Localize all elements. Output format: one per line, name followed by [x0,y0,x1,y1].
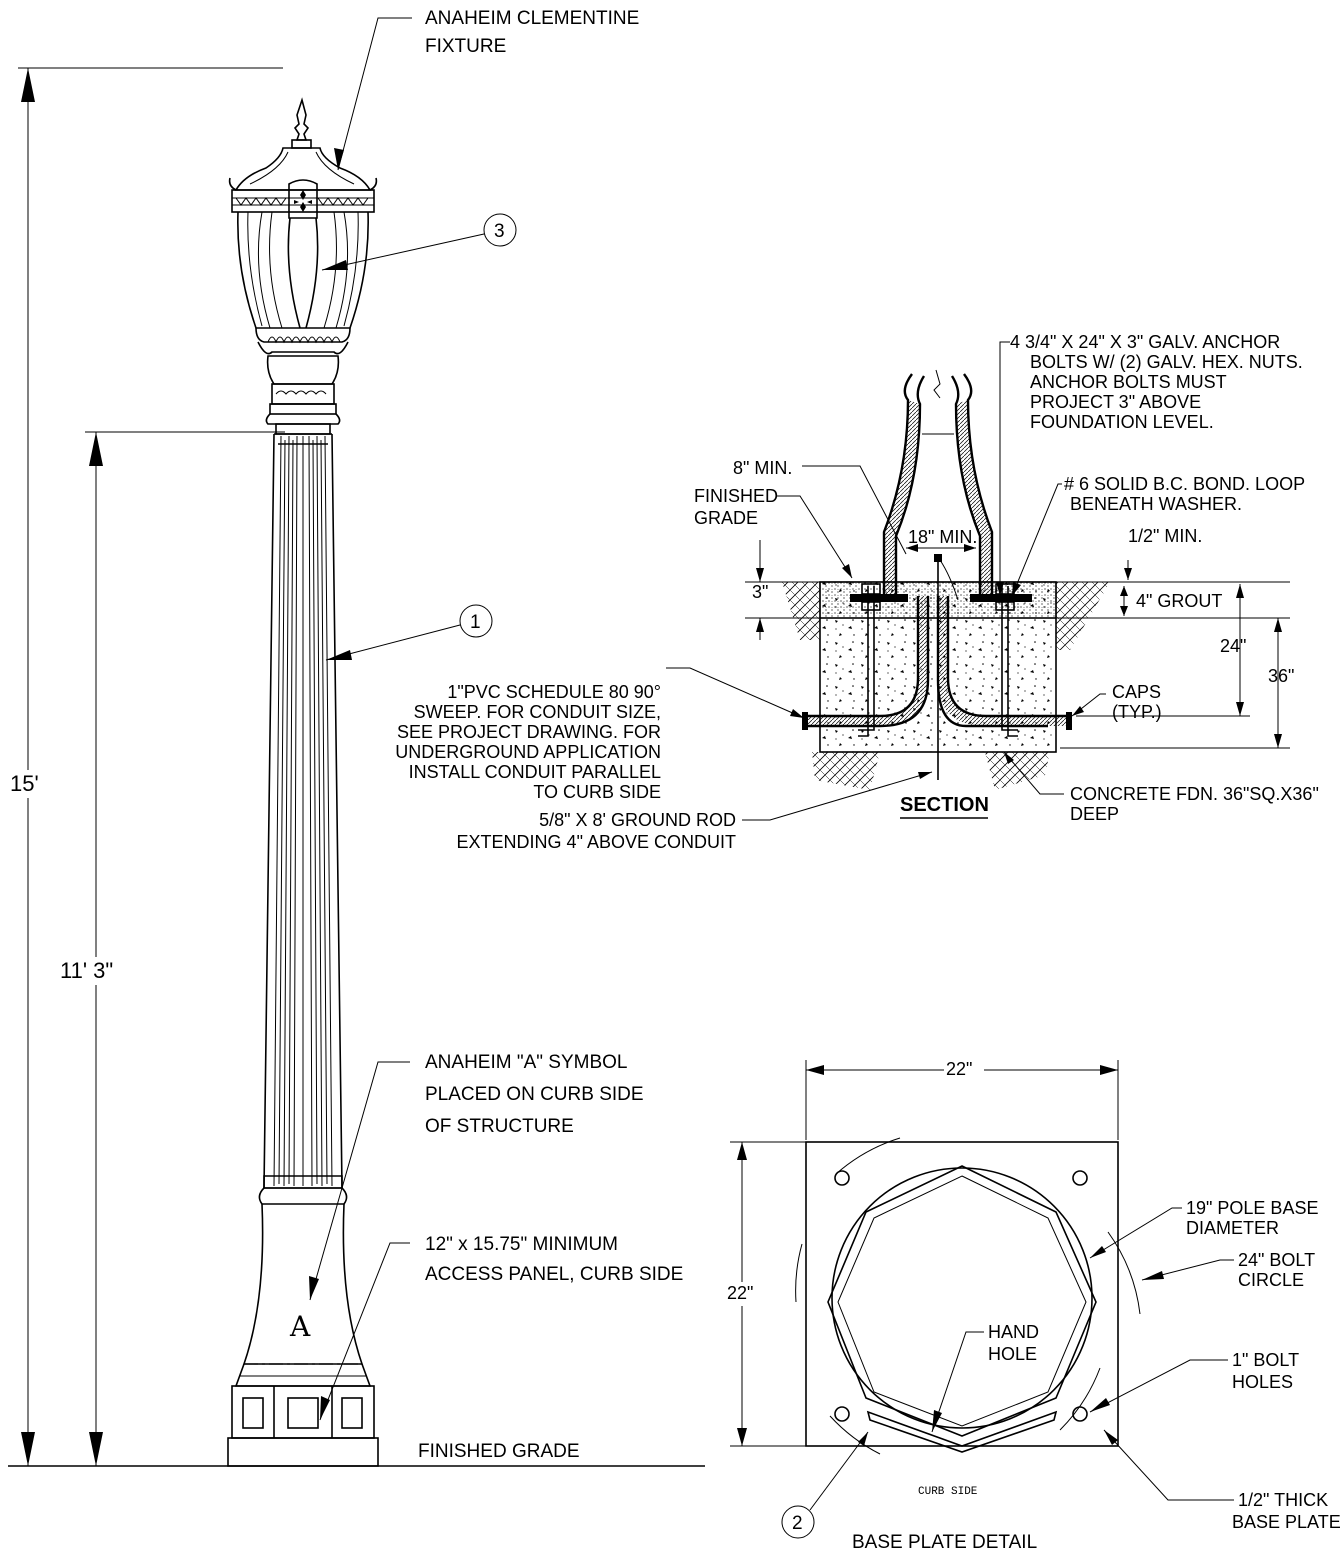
bolt-hole-bl [834,1406,850,1422]
dim-half-min: 1/2" MIN. [1128,526,1202,546]
symbol-label-line1: ANAHEIM "A" SYMBOL [425,1052,627,1073]
hand-hole [866,1410,1058,1453]
anchor-note-line4: PROJECT 3" ABOVE [1030,392,1201,412]
thick-plate-line2: BASE PLATE [1232,1512,1340,1532]
caps-line2: (TYP.) [1112,702,1162,722]
caps-line1: CAPS [1112,682,1161,702]
callout-2-number: 2 [792,1513,803,1534]
pole-base-line1: 19" POLE BASE [1186,1198,1318,1218]
plate-width-dim: 22" [946,1059,972,1079]
pvc-note-line1: 1"PVC SCHEDULE 80 90° [447,682,661,702]
fluted-shaft [258,433,348,1205]
anchor-note-line5: FOUNDATION LEVEL. [1030,412,1214,432]
bolt-holes-line2: HOLES [1232,1372,1293,1392]
pvc-note-line4: UNDERGROUND APPLICATION [395,742,661,762]
base-plate-title: BASE PLATE DETAIL [852,1532,1037,1552]
hand-hole-line1: HAND [988,1322,1039,1342]
callout-3-number: 3 [494,221,505,242]
access-panel-center [287,1397,319,1429]
thick-plate-line1: 1/2" THICK [1238,1490,1328,1510]
plate-height-dim: 22" [727,1283,753,1303]
symbol-label-line3: OF STRUCTURE [425,1116,574,1137]
pvc-note-line2: SWEEP. FOR CONDUIT SIZE, [414,702,661,722]
foundation-section: SECTION 3" 18" MIN. 1/2" MIN. 4" GROUT 2… [395,332,1319,852]
pole-elevation: 15' 11' 3" FINISHED GRADE [8,8,705,1467]
bond-note-line2: BENEATH WASHER. [1070,494,1242,514]
bolt-holes-line1: 1" BOLT [1232,1350,1299,1370]
min-8-label: 8" MIN. [733,458,792,478]
fixture-label-line2: FIXTURE [425,36,506,57]
callout-bubble-3 [483,213,517,247]
fixture-label-line1: ANAHEIM CLEMENTINE [425,8,639,29]
anchor-note-line3: ANCHOR BOLTS MUST [1030,372,1227,392]
grout-label: 4" GROUT [1136,591,1222,611]
bolt-hole-br [1072,1406,1088,1422]
anchor-note-line2: BOLTS W/ (2) GALV. HEX. NUTS. [1030,352,1303,372]
finished-grade-sec-line2: GRADE [694,508,758,528]
finished-grade-label: FINISHED GRADE [418,1441,580,1462]
dim-3in: 3" [752,582,768,602]
pole-base: A [227,1203,379,1467]
anaheim-a-symbol: A [289,1310,311,1343]
base-plate-detail: 22" 22" CURB SIDE 19" POLE BASE DIAMETER [724,1058,1340,1552]
hand-hole-line2: HOLE [988,1344,1037,1364]
bolt-hole-tr [1072,1170,1088,1186]
pvc-note-line6: TO CURB SIDE [533,782,661,802]
base-plate [805,1141,1119,1447]
callout-bubble-1 [459,604,493,638]
finished-grade-sec-line1: FINISHED [694,486,778,506]
bolt-circle-line1: 24" BOLT [1238,1250,1315,1270]
pvc-note-line5: INSTALL CONDUIT PARALLEL [409,762,661,782]
pvc-note-line3: SEE PROJECT DRAWING. FOR [397,722,661,742]
anchor-bolt-left [858,583,881,737]
overall-height-dimension: 15' [8,67,283,1466]
callout-1-number: 1 [470,612,481,633]
section-callouts: 4 3/4" X 24" X 3" GALV. ANCHOR BOLTS W/ … [395,332,1319,852]
elevation-callouts: ANAHEIM CLEMENTINE FIXTURE 3 1 ANAHEIM "… [309,8,683,1421]
concrete-note-line1: CONCRETE FDN. 36"SQ.X36" [1070,784,1319,804]
anchor-note-line1: 4 3/4" X 24" X 3" GALV. ANCHOR [1010,332,1280,352]
ground-rod-line2: EXTENDING 4" ABOVE CONDUIT [457,832,736,852]
ground-rod-line1: 5/8" X 8' GROUND ROD [539,810,736,830]
bolt-hole-tl [834,1170,850,1186]
bolt-circle-line2: CIRCLE [1238,1270,1304,1290]
symbol-label-line2: PLACED ON CURB SIDE [425,1084,644,1105]
shaft-height-label: 11' 3" [60,958,113,983]
pole-base-circle [831,1167,1093,1429]
access-panel-right [341,1397,363,1429]
section-title: SECTION [900,794,989,816]
overall-height-label: 15' [10,771,39,796]
panel-label-line2: ACCESS PANEL, CURB SIDE [425,1264,683,1285]
access-panel-left [242,1397,264,1429]
dim-18-min: 18" MIN. [908,527,977,547]
concrete-note-line2: DEEP [1070,804,1119,824]
panel-label-line1: 12" x 15.75" MINIMUM [425,1234,618,1255]
dim-24in: 24" [1220,636,1246,656]
pole-base-line2: DIAMETER [1186,1218,1279,1238]
shaft-height-dimension: 11' 3" [58,431,285,1466]
luminaire-fixture [228,97,378,435]
callout-bubble-2 [781,1505,815,1539]
bond-note-line1: # 6 SOLID B.C. BOND. LOOP [1064,474,1305,494]
curb-side-label: CURB SIDE [918,1486,978,1498]
dim-36in: 36" [1268,666,1294,686]
